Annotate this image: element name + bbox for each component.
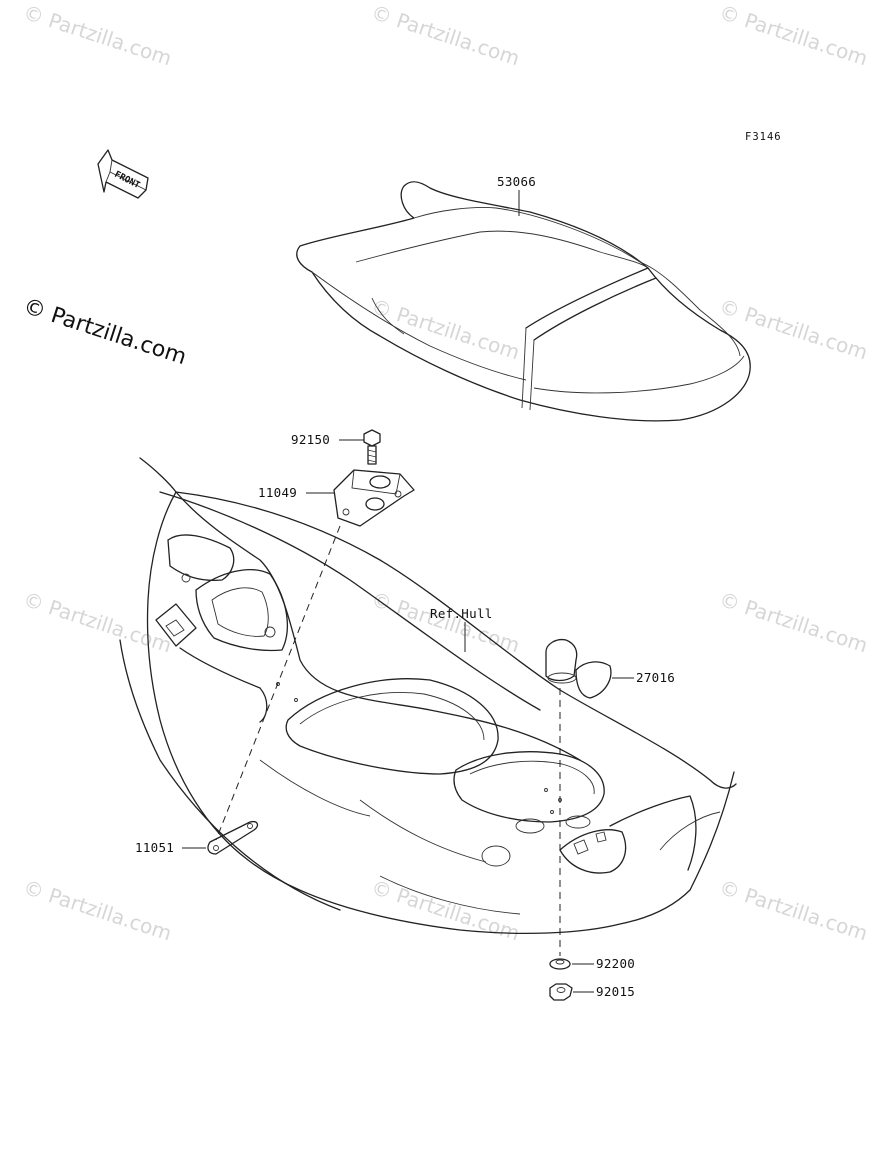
seat-part xyxy=(296,181,751,422)
label-bolt: 92150 xyxy=(291,432,330,447)
nut-part xyxy=(549,983,594,1001)
label-seat: 53066 xyxy=(497,174,536,189)
label-bracket: 11049 xyxy=(258,485,297,500)
watermark: © Partzilla.com xyxy=(368,875,522,946)
watermark: © Partzilla.com xyxy=(368,0,522,70)
watermark: © Partzilla.com xyxy=(20,0,174,70)
figure-code: F3146 xyxy=(745,131,782,143)
washer-part xyxy=(549,958,594,970)
watermark-dark: © Partzilla.com xyxy=(20,294,189,370)
label-nut: 92015 xyxy=(596,984,635,999)
label-reference: Ref.Hull xyxy=(430,606,493,621)
assembly-line xyxy=(215,525,341,841)
bracket-part xyxy=(306,469,415,527)
cap-part xyxy=(545,638,634,699)
label-strap: 11051 xyxy=(135,840,174,855)
watermark: © Partzilla.com xyxy=(716,875,870,946)
watermark: © Partzilla.com xyxy=(716,587,870,658)
front-arrow-icon: FRONT xyxy=(97,149,149,199)
watermark: © Partzilla.com xyxy=(20,587,174,658)
watermarks: © Partzilla.com © Partzilla.com © Partzi… xyxy=(20,0,871,945)
bolt-part xyxy=(339,429,381,465)
hull-reference xyxy=(119,457,737,935)
label-washer: 92200 xyxy=(596,956,635,971)
watermark: © Partzilla.com xyxy=(368,294,522,365)
label-cap: 27016 xyxy=(636,670,675,685)
watermark: © Partzilla.com xyxy=(20,875,174,946)
watermark: © Partzilla.com xyxy=(716,0,870,70)
strap-part xyxy=(182,820,259,855)
